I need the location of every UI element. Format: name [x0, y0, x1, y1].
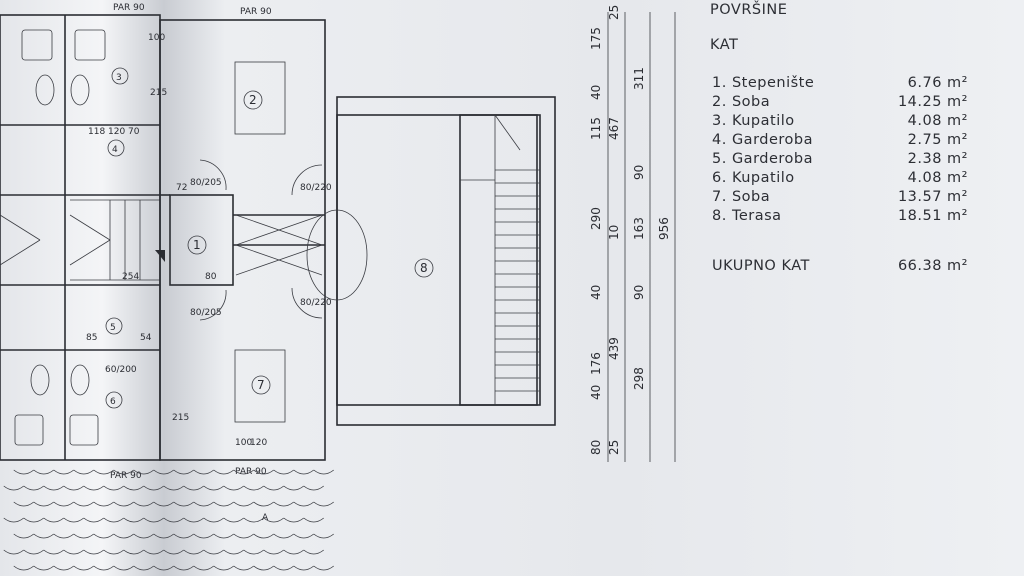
dimension-label: 175: [589, 27, 603, 50]
dimension-label: 956: [657, 217, 671, 240]
plan-dimension: 120: [250, 438, 267, 448]
room-name: 7. Soba: [712, 189, 771, 205]
plan-dimension: 100: [148, 33, 165, 43]
dimension-label: 40: [589, 85, 603, 100]
plan-dimension: 80: [205, 272, 217, 282]
section-mark: A: [262, 513, 269, 523]
main-unit: 2 1 7 PAR 90 PAR 90 PAR 90 PAR 90 80/205…: [86, 3, 332, 523]
svg-text:3: 3: [116, 73, 122, 83]
room-name: 4. Garderoba: [712, 132, 814, 148]
plan-dimension: 70: [128, 127, 140, 137]
room-row: 4. Garderoba 2.75 m²: [712, 132, 968, 150]
dimension-label: 80: [589, 440, 603, 455]
total-label: UKUPNO KAT: [712, 258, 810, 274]
room-row: 5. Garderoba 2.38 m²: [712, 151, 968, 169]
room-row: 7. Soba 13.57 m²: [712, 189, 968, 207]
dimension-label: 40: [589, 285, 603, 300]
roof-tiles: [3, 469, 334, 571]
window-label: PAR 90: [110, 471, 142, 481]
plan-dimension: 54: [140, 333, 152, 343]
dimension-label: 90: [632, 285, 646, 300]
table-title: POVRŠINE: [710, 2, 788, 18]
plan-dimension: 120: [108, 127, 125, 137]
room-number-2: 2: [249, 93, 257, 107]
plan-dimension: 72: [176, 183, 187, 193]
window-label: PAR 90: [113, 3, 145, 13]
dimension-label: 10: [607, 225, 621, 240]
room-area: 4.08 m²: [907, 113, 968, 129]
svg-text:6: 6: [110, 397, 116, 407]
neighbour-unit: 3 4 5 6: [0, 14, 165, 461]
svg-text:4: 4: [112, 145, 118, 155]
dimension-label: 25: [607, 440, 621, 455]
room-name: 5. Garderoba: [712, 151, 814, 167]
dimension-label: 311: [632, 67, 646, 90]
window-label: PAR 90: [240, 7, 272, 17]
total-row: UKUPNO KAT 66.38 m²: [712, 258, 968, 276]
dimension-label: 163: [632, 217, 646, 240]
dimension-label: 176: [589, 352, 603, 375]
room-area: 2.75 m²: [907, 132, 968, 148]
room-area: 14.25 m²: [897, 94, 968, 110]
plan-dimension: 215: [150, 88, 167, 98]
door-label: 80/205: [190, 308, 222, 318]
dimension-label: 290: [589, 207, 603, 230]
plan-dimension: 100: [235, 438, 252, 448]
dimension-label: 298: [632, 367, 646, 390]
room-area: 6.76 m²: [907, 75, 968, 91]
room-area: 13.57 m²: [897, 189, 968, 205]
door-label: 80/205: [190, 178, 222, 188]
room-name: 6. Kupatilo: [712, 170, 795, 186]
dimension-label: 40: [589, 385, 603, 400]
room-row: 3. Kupatilo 4.08 m²: [712, 113, 968, 131]
dimension-chains: 80 40 176 40 290 115 40 175 25 439 10 467 25 298 90 163…: [589, 5, 676, 462]
room-row: 6. Kupatilo 4.08 m²: [712, 170, 968, 188]
door-label: 80/220: [300, 298, 332, 308]
room-area: 18.51 m²: [897, 208, 968, 224]
dimension-label: 90: [632, 165, 646, 180]
room-area: 2.38 m²: [907, 151, 968, 167]
room-number-8: 8: [420, 261, 428, 275]
room-row: 2. Soba 14.25 m²: [712, 94, 968, 112]
room-row: 8. Terasa 18.51 m²: [712, 208, 968, 226]
svg-text:5: 5: [110, 323, 116, 333]
terrace: 8: [306, 96, 556, 426]
plan-dimension: 85: [86, 333, 97, 343]
room-name: 3. Kupatilo: [712, 113, 795, 129]
room-number-1: 1: [193, 238, 201, 252]
plan-dimension: 215: [172, 413, 189, 423]
dimension-label: 25: [607, 5, 621, 20]
room-name: 8. Terasa: [712, 208, 782, 224]
dimension-label: 439: [607, 337, 621, 360]
room-area: 4.08 m²: [907, 170, 968, 186]
table-subtitle: KAT: [710, 37, 739, 53]
dimension-label: 467: [607, 117, 621, 140]
dimension-label: 115: [589, 117, 603, 140]
door-label: 60/200: [105, 365, 137, 375]
total-value: 66.38 m²: [897, 258, 968, 274]
room-number-7: 7: [257, 378, 265, 392]
plan-dimension: 118: [88, 127, 105, 137]
door-label: 80/220: [300, 183, 332, 193]
plan-dimension: 254: [122, 272, 139, 282]
room-name: 2. Soba: [712, 94, 771, 110]
room-name: 1. Stepenište: [712, 75, 815, 91]
room-row: 1. Stepenište 6.76 m²: [712, 75, 968, 93]
